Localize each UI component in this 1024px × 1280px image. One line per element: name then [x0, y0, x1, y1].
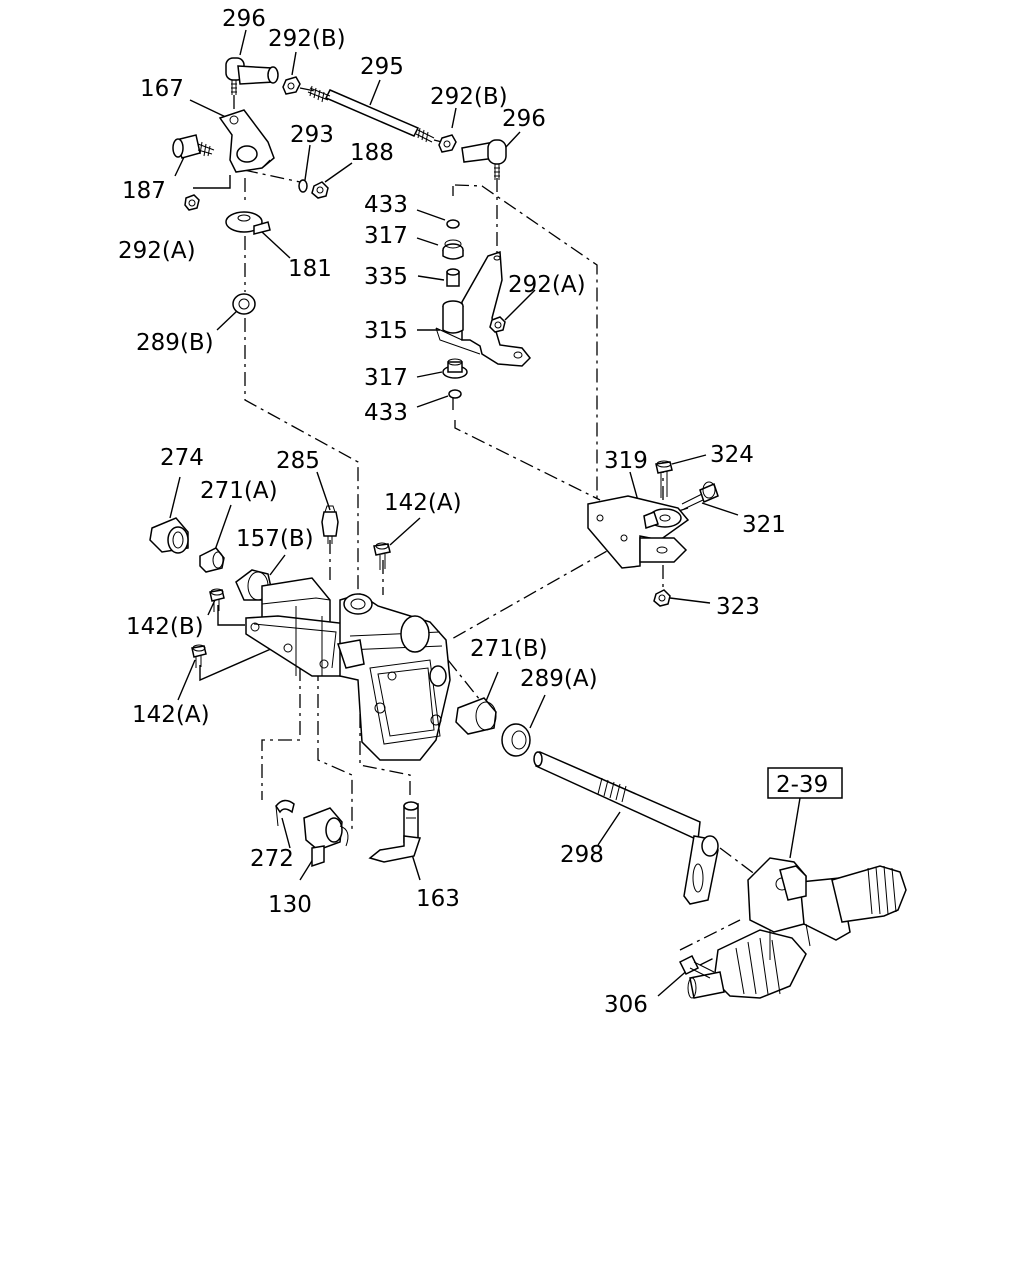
label-187: 187 — [122, 178, 166, 204]
bolt-part — [678, 954, 715, 979]
bushing-part — [149, 517, 189, 554]
shift-shaft-part — [533, 750, 719, 905]
label-433: 433 — [364, 192, 408, 218]
label-298: 298 — [560, 842, 604, 868]
label-292a: 292(A) — [508, 272, 586, 298]
label-188: 188 — [350, 140, 394, 166]
part-labels: 296 292(B) 295 292(B) 296 167 293 188 18… — [118, 6, 828, 1018]
label-296: 296 — [502, 106, 546, 132]
bush-part — [455, 697, 497, 735]
label-323: 323 — [716, 594, 760, 620]
label-293: 293 — [290, 122, 334, 148]
ball-joint-part — [461, 139, 507, 180]
label-319: 319 — [604, 448, 648, 474]
label-2-39: 2-39 — [776, 772, 828, 798]
bolt-part — [172, 134, 215, 159]
rod-part — [307, 85, 435, 143]
label-181: 181 — [288, 256, 332, 282]
label-321: 321 — [742, 512, 786, 538]
shift-block-part — [303, 807, 349, 868]
label-271b: 271(B) — [470, 636, 548, 662]
shift-arm-part — [368, 801, 422, 863]
sleeve-part — [446, 268, 460, 287]
label-157b: 157(B) — [236, 526, 314, 552]
label-142a: 142(A) — [132, 702, 210, 728]
seal-part — [501, 723, 531, 757]
shift-lever-part — [435, 250, 532, 367]
clip-part — [275, 799, 295, 827]
label-167: 167 — [140, 76, 184, 102]
breather-part — [321, 505, 339, 544]
label-317: 317 — [364, 365, 408, 391]
label-130: 130 — [268, 892, 312, 918]
o-ring-part — [448, 389, 462, 399]
label-274: 274 — [160, 445, 204, 471]
nut-part — [184, 194, 200, 211]
label-295: 295 — [360, 54, 404, 80]
label-292a: 292(A) — [118, 238, 196, 264]
cam-part — [225, 211, 271, 235]
label-292b: 292(B) — [430, 84, 508, 110]
gear-shift-housing — [235, 569, 451, 761]
ball-joint-part — [225, 57, 279, 95]
bushing-part — [442, 358, 468, 379]
bolt-part — [209, 588, 225, 612]
label-292b: 292(B) — [268, 26, 346, 52]
label-324: 324 — [710, 442, 754, 468]
bolt-part — [655, 460, 673, 498]
nut-part — [282, 76, 301, 95]
washer-part — [298, 179, 308, 193]
nut-part — [653, 589, 671, 607]
nut-part — [438, 134, 457, 153]
bolt-part — [681, 481, 719, 510]
label-285: 285 — [276, 448, 320, 474]
label-142a: 142(A) — [384, 490, 462, 516]
label-289b: 289(B) — [136, 330, 214, 356]
seal-part — [232, 293, 256, 315]
bushing-part — [442, 239, 464, 260]
shift-cylinder-assembly — [687, 857, 907, 999]
label-335: 335 — [364, 264, 408, 290]
nut-part — [489, 316, 506, 333]
label-272: 272 — [250, 846, 294, 872]
label-163: 163 — [416, 886, 460, 912]
reference-box — [767, 767, 843, 799]
o-ring-part — [446, 219, 460, 229]
label-142b: 142(B) — [126, 614, 204, 640]
label-289a: 289(A) — [520, 666, 598, 692]
label-315: 315 — [364, 318, 408, 344]
label-317: 317 — [364, 223, 408, 249]
bush-part — [199, 547, 225, 573]
bracket-part — [587, 495, 690, 569]
label-306: 306 — [604, 992, 648, 1018]
nut-part — [311, 181, 329, 199]
label-271a: 271(A) — [200, 478, 278, 504]
bolt-part — [373, 542, 391, 570]
label-296: 296 — [222, 6, 266, 32]
lever-part — [218, 109, 275, 173]
bolt-part — [191, 644, 207, 668]
assembly-lines — [233, 87, 761, 966]
label-433: 433 — [364, 400, 408, 426]
